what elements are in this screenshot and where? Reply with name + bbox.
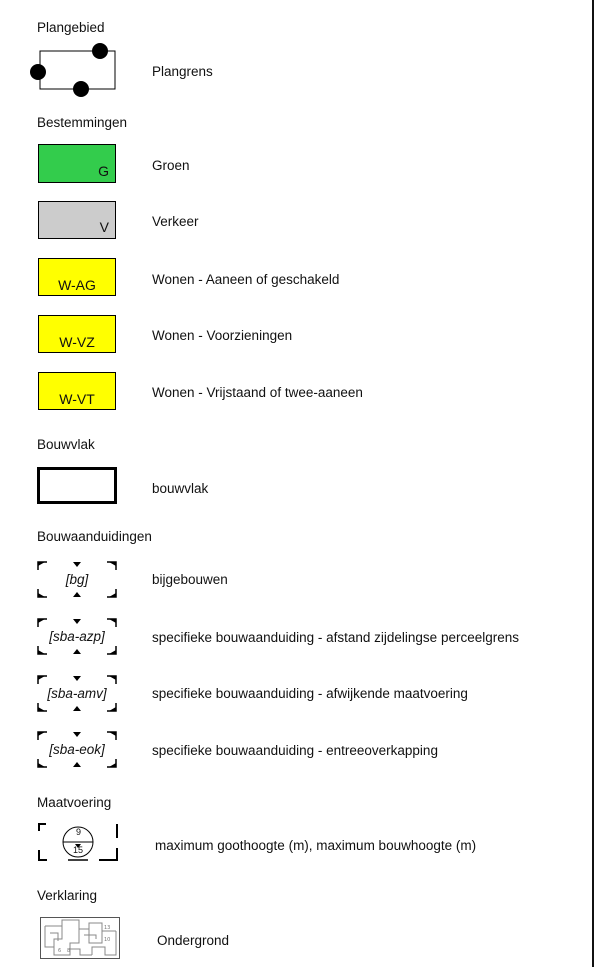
- bouwvlak-symbol: [37, 467, 117, 504]
- sba-symbol-eok: [sba-eok]: [37, 731, 117, 768]
- sba-marker: [38, 650, 45, 654]
- sba-marker: [73, 706, 81, 711]
- sba-marker: [73, 592, 81, 597]
- legend-label-bijgebouwen: bijgebouwen: [152, 572, 228, 587]
- legend-label-sba-azp: specifieke bouwaanduiding - afstand zijd…: [152, 630, 519, 645]
- heading-bestemmingen: Bestemmingen: [37, 115, 128, 130]
- sba-code-azp: [sba-azp]: [49, 629, 105, 644]
- legend-label-bouwvlak: bouwvlak: [152, 481, 209, 496]
- sba-marker: [73, 649, 81, 654]
- swatch-wonen-vz: W-VZ: [38, 315, 116, 353]
- heading-maatvoering: Maatvoering: [37, 795, 112, 810]
- sba-marker: [73, 762, 81, 767]
- sba-symbol-bg: [bg]: [37, 561, 117, 598]
- legend-label-maatvoering: maximum goothoogte (m), maximum bouwhoog…: [155, 838, 477, 853]
- swatch-wonen-ag: W-AG: [38, 258, 116, 296]
- sba-frame-azp: [37, 618, 117, 655]
- ondergrond-symbol: 13 10 6 8: [40, 917, 120, 959]
- sba-marker: [38, 763, 45, 767]
- sba-marker: [109, 650, 116, 654]
- ondergrond-number: 13: [104, 925, 110, 931]
- sba-marker: [38, 732, 45, 736]
- maatvoering-symbol: [38, 823, 118, 861]
- sba-frame-amv: [37, 675, 117, 712]
- legend-label-groen: Groen: [152, 158, 190, 173]
- sba-marker: [38, 707, 45, 711]
- page-border-right: [592, 0, 594, 967]
- heading-plangebied: Plangebied: [37, 20, 105, 35]
- sba-code-eok: [sba-eok]: [49, 742, 105, 757]
- sba-marker: [109, 676, 116, 680]
- sba-code-bg: [bg]: [65, 572, 89, 587]
- maatvoering-bouwhoogte: 15: [72, 845, 83, 855]
- maatvoering-goothoogte: 9: [76, 827, 82, 837]
- legend-label-sba-eok: specifieke bouwaanduiding - entreeoverka…: [152, 743, 438, 758]
- plangrens-symbol: [30, 43, 116, 97]
- sba-symbol-azp: [sba-azp]: [37, 618, 117, 655]
- sba-marker: [109, 619, 116, 623]
- sba-marker: [109, 562, 116, 566]
- sba-code-amv: [sba-amv]: [47, 686, 107, 701]
- sba-marker: [73, 562, 81, 567]
- legend-label-wonen-vz: Wonen - Voorzieningen: [152, 328, 293, 343]
- sba-marker: [73, 619, 81, 624]
- sba-symbol-amv: [sba-amv]: [37, 675, 117, 712]
- ondergrond-number: 6: [58, 948, 61, 954]
- legend-label-wonen-vt: Wonen - Vrijstaand of twee-aaneen: [152, 385, 363, 400]
- sba-marker: [38, 676, 45, 680]
- sba-marker: [38, 593, 45, 597]
- legend-label-plangrens: Plangrens: [152, 64, 213, 79]
- legend-label-verkeer: Verkeer: [152, 214, 199, 229]
- heading-verklaring: Verklaring: [37, 888, 98, 903]
- ondergrond-number: 10: [104, 937, 110, 943]
- sba-marker: [109, 593, 116, 597]
- legend-label-sba-amv: specifieke bouwaanduiding - afwijkende m…: [152, 686, 468, 701]
- heading-bouwvlak: Bouwvlak: [37, 437, 95, 452]
- swatch-verkeer: V: [38, 201, 116, 239]
- sba-frame-eok: [37, 731, 117, 768]
- heading-bouwaanduidingen: Bouwaanduidingen: [37, 529, 152, 544]
- swatch-wonen-vt: W-VT: [38, 372, 116, 410]
- sba-marker: [38, 619, 45, 623]
- sba-marker: [109, 707, 116, 711]
- sba-marker: [109, 763, 116, 767]
- sba-frame-bg: [37, 561, 117, 598]
- ondergrond-number: 8: [67, 948, 70, 954]
- legend-label-ondergrond: Ondergrond: [157, 933, 230, 948]
- sba-marker: [109, 732, 116, 736]
- legend-label-wonen-ag: Wonen - Aaneen of geschakeld: [152, 272, 340, 287]
- sba-marker: [38, 562, 45, 566]
- sba-marker: [73, 676, 81, 681]
- sba-marker: [73, 732, 81, 737]
- swatch-groen: G: [38, 144, 116, 183]
